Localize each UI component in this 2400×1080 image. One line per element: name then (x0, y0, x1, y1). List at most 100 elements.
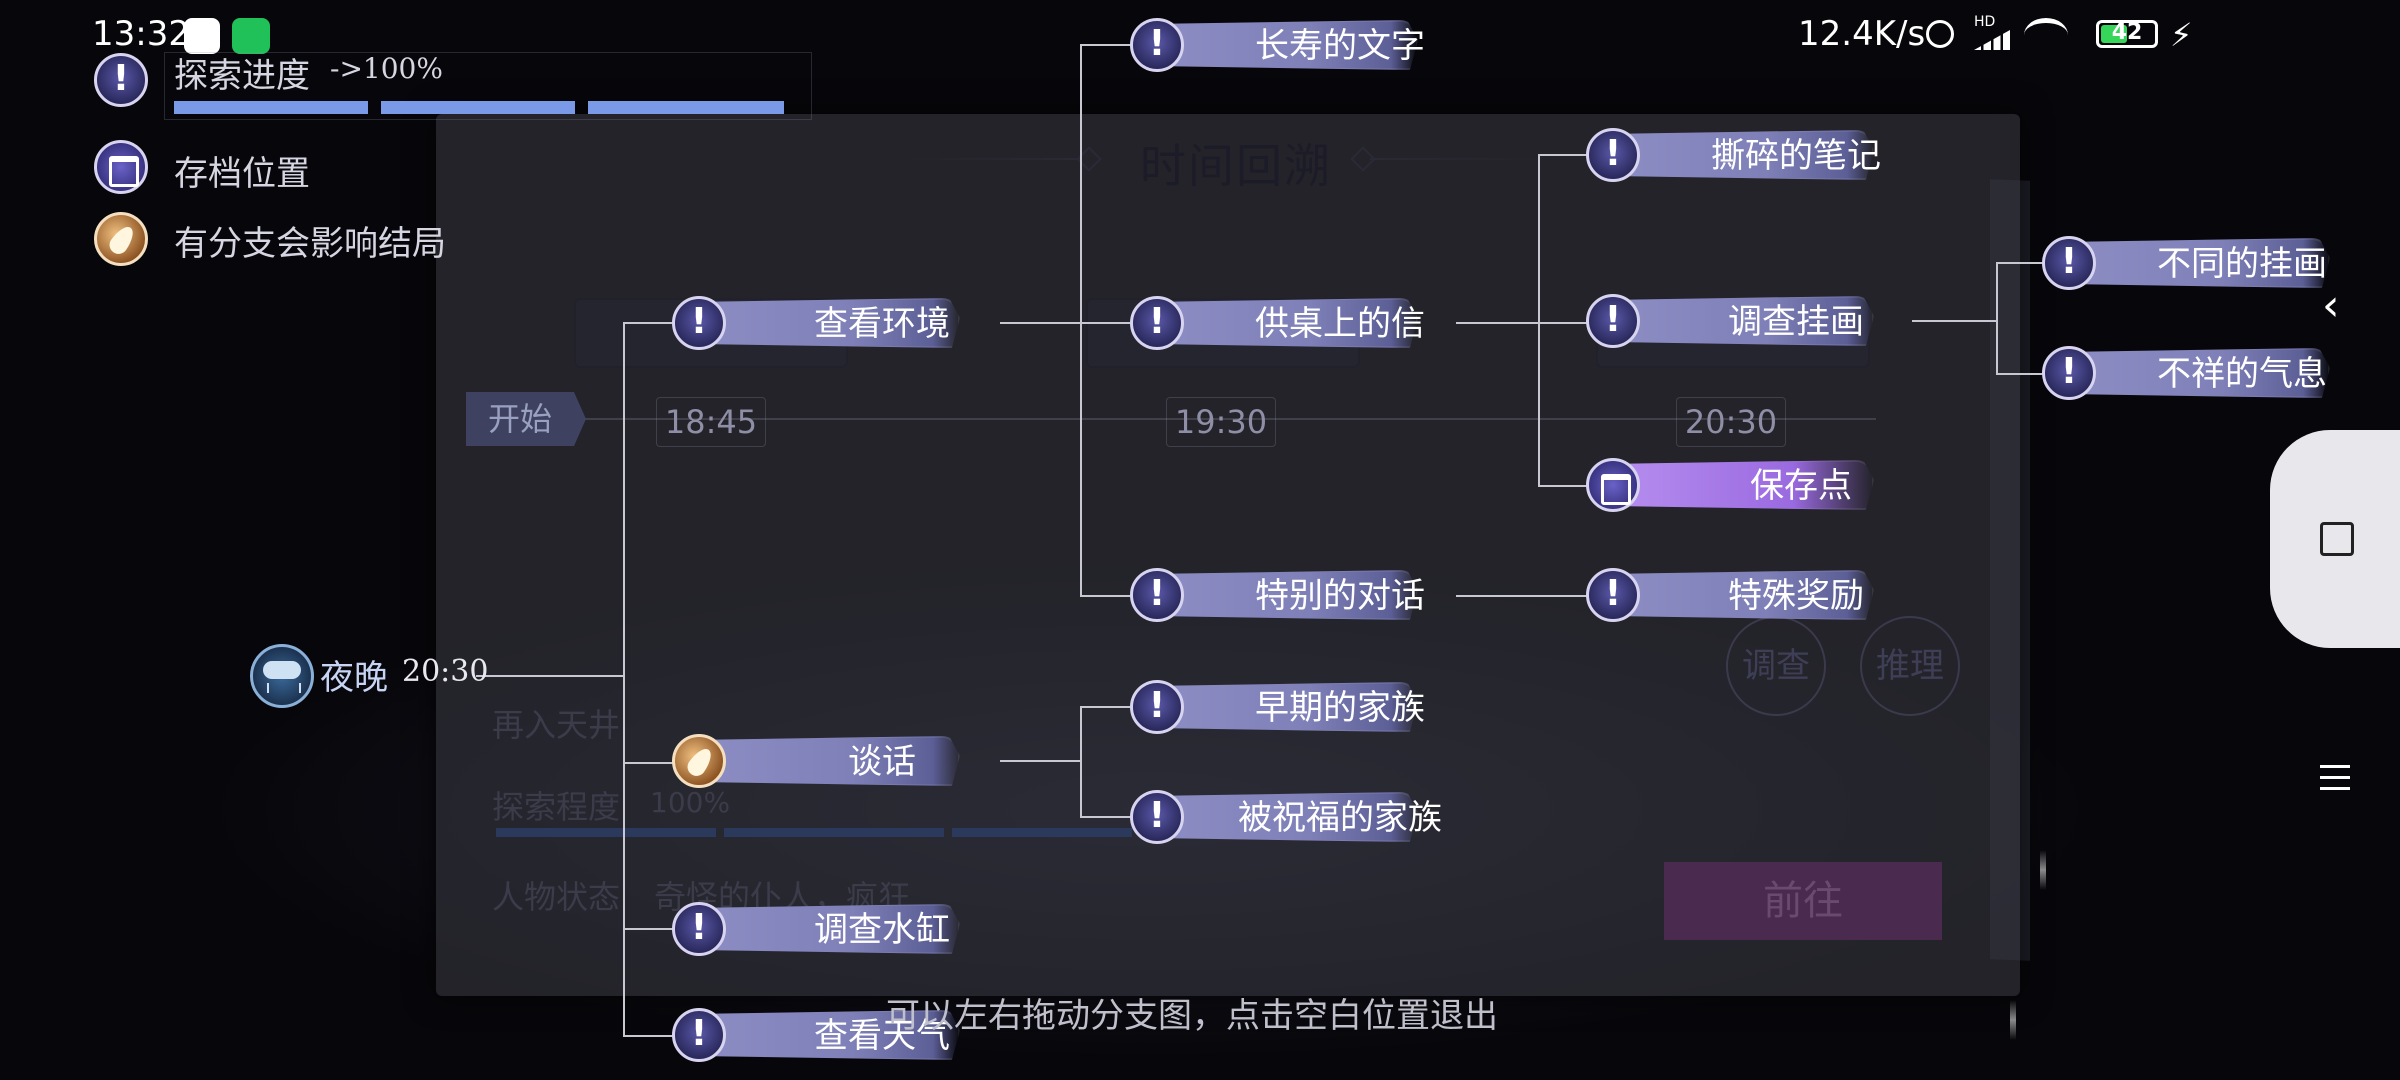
sparkle (2010, 1000, 2016, 1040)
legend-progress-value: ->100% (330, 52, 443, 85)
node-longevity-text[interactable]: 长寿的文字 (1130, 18, 1460, 72)
node-label: 长寿的文字 (1255, 26, 1425, 66)
edge-painting-out (1912, 320, 1998, 322)
edge-to-look-env (623, 322, 683, 324)
exclamation-icon (1130, 18, 1184, 72)
title-ornament-right (1370, 158, 1550, 160)
signal-icon (1974, 30, 2010, 50)
edge-altar-out (1456, 322, 1590, 324)
edge-to-early-family (1080, 706, 1132, 708)
exclamation-icon (1586, 568, 1640, 622)
branch-feather-icon (672, 734, 726, 788)
save-icon (1586, 458, 1640, 512)
back-chevron-icon[interactable]: ‹ (2322, 280, 2340, 331)
node-blessed-family[interactable]: 被祝福的家族 (1130, 790, 1460, 844)
root-time: 20:30 (402, 654, 489, 689)
home-floating-button[interactable] (2270, 430, 2400, 648)
night-rain-icon (250, 644, 314, 708)
exclamation-icon (2042, 236, 2096, 290)
charging-icon: ⚡ (2170, 16, 2193, 54)
node-label: 调查水缸 (814, 910, 950, 950)
node-torn-note[interactable]: 撕碎的笔记 (1586, 128, 1916, 182)
node-label: 被祝福的家族 (1238, 798, 1442, 838)
sparkle (2040, 850, 2046, 890)
edge-look-env-out (1000, 322, 1130, 324)
node-special-dialog[interactable]: 特别的对话 (1130, 568, 1460, 622)
node-altar-letter[interactable]: 供桌上的信 (1130, 296, 1460, 350)
node-label: 谈话 (848, 742, 916, 782)
battery-icon: 42 (2096, 20, 2158, 48)
node-label: 特殊奖励 (1728, 576, 1864, 616)
wechat-icon (232, 18, 270, 54)
exclamation-icon (2042, 346, 2096, 400)
edge-to-diff-painting (1996, 262, 2044, 264)
node-early-family[interactable]: 早期的家族 (1130, 680, 1460, 734)
edge-to-check-tank (623, 928, 683, 930)
edge-to-ominous-aura (1996, 373, 2044, 375)
edge-to-special-dialog (1080, 595, 1132, 597)
progress-box (164, 52, 812, 120)
hd-badge: HD (1974, 14, 1996, 30)
exclamation-icon (1130, 296, 1184, 350)
edge-to-blessed-family (1080, 816, 1132, 818)
timeline (466, 418, 1876, 420)
legend-branch-icon (94, 212, 148, 266)
edge-to-special-reward (1456, 595, 1590, 597)
edge-to-look-weather (623, 1035, 683, 1037)
node-save-point[interactable]: 保存点 (1586, 458, 1926, 512)
edge-to-save-point (1538, 485, 1590, 487)
edge-to-torn-note (1538, 154, 1590, 156)
menu-icon[interactable] (2320, 765, 2350, 798)
ghost-explore-label: 探索程度 (492, 788, 621, 826)
ghost-bar-3 (952, 828, 1132, 837)
exclamation-icon (1130, 790, 1184, 844)
node-look-weather[interactable]: 查看天气 (672, 1008, 1002, 1062)
exclamation-icon (672, 902, 726, 956)
node-label: 查看天气 (814, 1016, 950, 1056)
legend-progress-label: 探索进度 (174, 56, 310, 96)
node-label: 保存点 (1750, 466, 1852, 506)
node-special-reward[interactable]: 特殊奖励 (1586, 568, 1916, 622)
alarm-icon (1926, 20, 1954, 48)
exclamation-icon (1586, 128, 1640, 182)
ghost-bar-2 (724, 828, 944, 837)
status-time: 13:32 (92, 14, 190, 54)
node-label: 查看环境 (814, 304, 950, 344)
time-label-2: 19:30 (1166, 397, 1276, 447)
root-period: 夜晚 (320, 658, 388, 698)
node-label: 撕碎的笔记 (1711, 136, 1881, 176)
legend-save-label: 存档位置 (174, 154, 310, 194)
legend-save-icon (94, 140, 148, 194)
progress-segment-3 (588, 101, 784, 114)
edge-to-longevity (1080, 44, 1132, 46)
drag-hint: 可以左右拖动分支图，点击空白位置退出 (886, 996, 1498, 1036)
wifi-icon (2024, 18, 2068, 52)
panel-title: 时间回溯 (1140, 139, 1332, 193)
time-label-1: 18:45 (656, 397, 766, 447)
node-different-painting[interactable]: 不同的挂画 (2042, 236, 2352, 290)
edge-trunk-4 (1538, 154, 1540, 486)
node-label: 供桌上的信 (1255, 304, 1425, 344)
node-look-environment[interactable]: 查看环境 (672, 296, 1002, 350)
ghost-deduce-icon: 推理 (1860, 616, 1960, 716)
progress-segment-2 (381, 101, 575, 114)
status-net-speed: 12.4K/s (1798, 14, 1926, 54)
node-label: 早期的家族 (1255, 688, 1425, 728)
legend-branch-label: 有分支会影响结局 (174, 224, 446, 264)
ghost-investigate-icon: 调查 (1726, 616, 1826, 716)
edge-root (476, 675, 624, 677)
progress-segment-1 (174, 101, 368, 114)
battery-level: 42 (2111, 20, 2143, 45)
exclamation-icon (672, 1008, 726, 1062)
node-ominous-aura[interactable]: 不祥的气息 (2042, 346, 2352, 400)
exclamation-icon (1586, 294, 1640, 348)
node-check-water-tank[interactable]: 调查水缸 (672, 902, 1002, 956)
node-inspect-painting[interactable]: 调查挂画 (1586, 294, 1916, 348)
exclamation-icon (1130, 680, 1184, 734)
edge-talk-out (1000, 760, 1082, 762)
node-talk[interactable]: 谈话 (672, 734, 1002, 788)
node-label: 不同的挂画 (2157, 244, 2327, 284)
ghost-reenter: 再入天井 (492, 706, 621, 744)
node-label: 特别的对话 (1255, 576, 1425, 616)
square-icon (2320, 522, 2354, 556)
